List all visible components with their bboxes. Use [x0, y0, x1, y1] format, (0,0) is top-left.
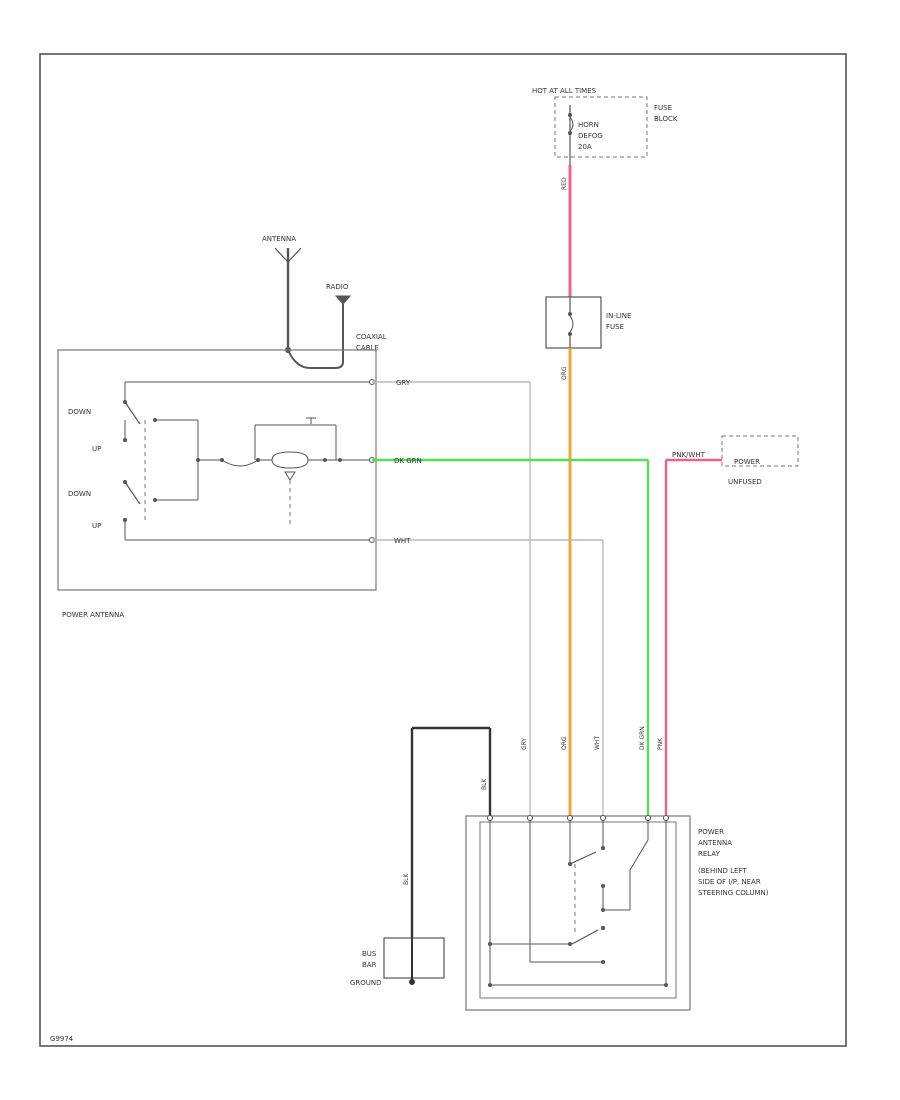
white-wire: WHT WHT — [372, 537, 604, 818]
switch-label-up-1: UP — [92, 445, 101, 453]
fuse-block-title-2: BLOCK — [654, 115, 678, 123]
power-antenna-label: POWER ANTENNA — [62, 611, 124, 619]
switch-label-down-1: DOWN — [68, 408, 91, 416]
wire-label-blk-2: BLK — [403, 873, 410, 885]
power-antenna-unit: POWER ANTENNA DOWN UP DOWN UP — [57, 349, 377, 619]
radio-label: RADIO — [326, 283, 349, 291]
gray-wire: GRY GRY — [372, 379, 531, 818]
ground-label-3: GROUND — [350, 979, 382, 987]
relay-label-1: POWER — [698, 828, 724, 836]
relay-label-3: RELAY — [698, 850, 721, 858]
pink-wire-top: RED — [561, 165, 572, 297]
bus-bar-ground: BUS BAR GROUND — [350, 937, 445, 987]
fuse-label-2: DEFOG — [578, 132, 603, 140]
wire-label-blk: BLK — [481, 778, 488, 790]
antenna-group: ANTENNA RADIO COAXIAL CABLE — [262, 235, 387, 369]
green-wire: DK GRN DK GRN — [372, 457, 650, 818]
fuse-label-1: HORN — [578, 121, 599, 129]
wire-label-org: ORG — [561, 366, 568, 380]
hot-source-label: HOT AT ALL TIMES — [532, 87, 597, 95]
ground-label-1: BUS — [362, 950, 377, 958]
wire-label-gry-2: GRY — [521, 738, 528, 750]
orange-wire: ORG ORG — [561, 348, 572, 818]
outer-frame — [39, 53, 847, 1047]
power-antenna-relay: POWER ANTENNA RELAY (BEHIND LEFT SIDE OF… — [465, 815, 769, 1011]
wire-label-wht: WHT — [394, 537, 411, 545]
switch-label-up-2: UP — [92, 522, 101, 530]
pink-feed: PNK/WHT PNK POWER UNFUSED — [657, 435, 799, 818]
wire-label-wht-2: WHT — [594, 736, 601, 750]
footer-code: G9974 — [50, 1035, 74, 1043]
wire-label-org-2: ORG — [561, 736, 568, 750]
wire-label-dk-grn-2: DK GRN — [639, 726, 646, 750]
ground-label-2: BAR — [362, 961, 377, 969]
coax-label-2: CABLE — [356, 344, 379, 352]
antenna-label: ANTENNA — [262, 235, 296, 243]
pnk-feed-label: PNK/WHT — [672, 451, 706, 459]
power-feed-label-2: UNFUSED — [728, 478, 762, 486]
inline-fuse-label-2: FUSE — [606, 323, 624, 331]
relay-label-4: (BEHIND LEFT — [698, 867, 747, 875]
relay-label-6: STEERING COLUMN) — [698, 889, 769, 897]
fuse-label-3: 20A — [578, 143, 592, 151]
inline-fuse: IN-LINE FUSE — [545, 296, 631, 349]
fuse-block-title-1: FUSE — [654, 104, 672, 112]
switch-label-down-2: DOWN — [68, 490, 91, 498]
wire-label-red: RED — [561, 177, 568, 190]
inline-fuse-label-1: IN-LINE — [606, 312, 631, 320]
power-feed-label-1: POWER — [734, 458, 760, 466]
fuse-block: HOT AT ALL TIMES FUSE BLOCK HORN DEFOG 2… — [532, 87, 678, 165]
coax-label-1: COAXIAL — [356, 333, 387, 341]
wire-label-gry: GRY — [396, 379, 411, 387]
relay-label-2: ANTENNA — [698, 839, 732, 847]
relay-label-5: SIDE OF I/P, NEAR — [698, 878, 761, 886]
wire-label-dk-grn: DK GRN — [394, 457, 422, 465]
black-wire: BLK BLK — [403, 726, 492, 938]
wire-label-pnk: PNK — [657, 737, 664, 750]
